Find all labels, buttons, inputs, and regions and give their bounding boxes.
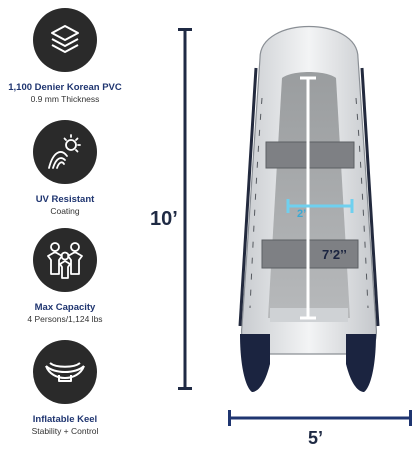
persons-icon (33, 228, 97, 292)
sun-uv-icon (33, 120, 97, 184)
feature-title: Inflatable Keel (32, 414, 98, 425)
feature-subtitle: Stability + Control (31, 426, 99, 436)
feature-subtitle: Coating (50, 206, 80, 216)
stern-cone-left (240, 334, 270, 392)
feature-title: Max Capacity (34, 302, 96, 313)
inner-width-label: 2’ (297, 208, 307, 220)
boat-image (238, 25, 380, 392)
stern-cone-right (346, 334, 376, 392)
feature-subtitle: 0.9 mm Thickness (30, 94, 100, 104)
inner-length-label: 7’2’’ (322, 247, 347, 262)
width-label: 5’ (308, 428, 324, 448)
feature-title: UV Resistant (35, 194, 95, 205)
boat-seat-front (265, 141, 355, 169)
feature-list: 1,100 Denier Korean PVC 0.9 mm Thickness… (0, 0, 130, 454)
feature-title: 1,100 Denier Korean PVC (8, 82, 122, 93)
length-label: 10’ (150, 208, 178, 230)
layers-icon (33, 8, 97, 72)
feature-subtitle: 4 Persons/1,124 lbs (27, 314, 103, 324)
length-dimension-line (178, 28, 192, 390)
width-dimension-line (228, 410, 412, 426)
boat-seat-rear (261, 239, 359, 269)
keel-icon (33, 340, 97, 404)
